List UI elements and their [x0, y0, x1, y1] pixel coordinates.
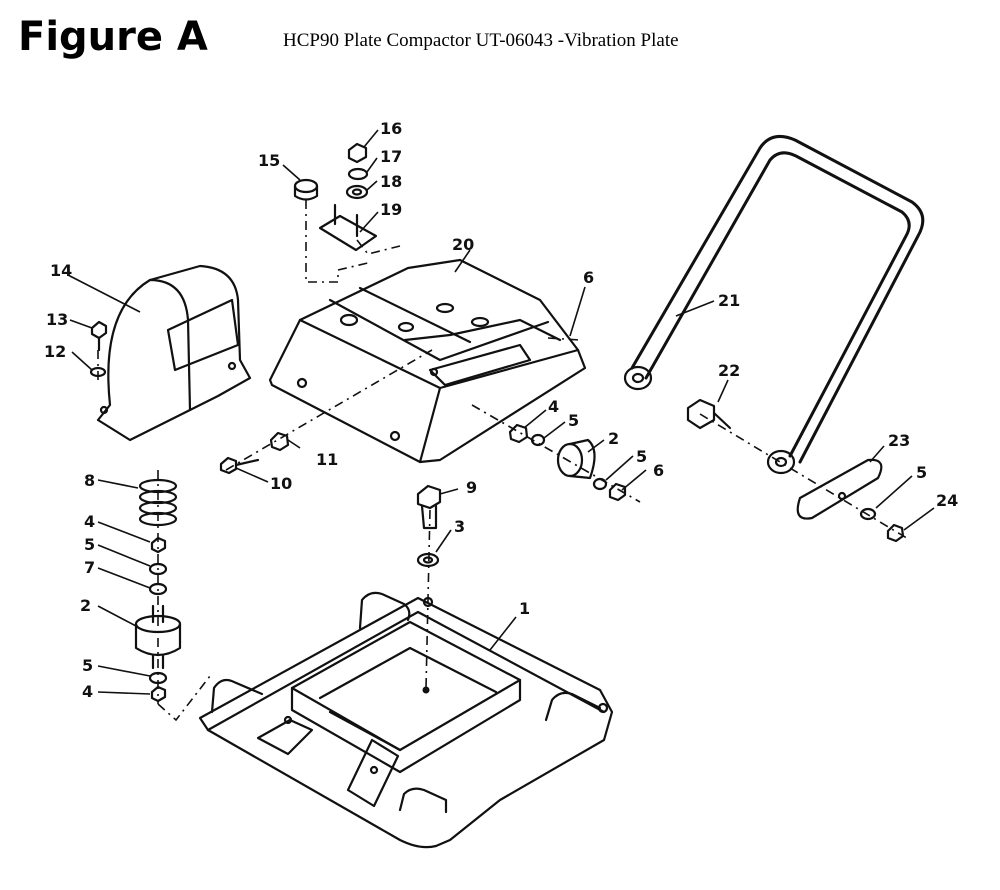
callout-20: 20 — [452, 235, 474, 254]
figure-label: Figure A — [18, 14, 208, 60]
part-13-bolt — [90, 320, 108, 352]
callout-9: 9 — [466, 478, 477, 497]
part-20-cover-plate — [268, 258, 587, 464]
callout-16: 16 — [380, 119, 402, 138]
callout-1: 1 — [519, 599, 530, 618]
part-21-handle — [623, 134, 925, 475]
callout-5-left-top: 5 — [84, 535, 95, 554]
part-5-washer-right — [859, 507, 877, 521]
callout-2-right: 2 — [608, 429, 619, 448]
part-17-lockwasher — [347, 167, 369, 181]
callout-7: 7 — [84, 558, 95, 577]
part-9-bolt — [416, 484, 442, 530]
figure-title: HCP90 Plate Compactor UT-06043 -Vibratio… — [283, 30, 679, 51]
callout-23: 23 — [888, 431, 910, 450]
part-15-cap — [293, 178, 319, 201]
callout-5-right-a: 5 — [568, 411, 579, 430]
callout-22: 22 — [718, 361, 740, 380]
part-1-vibration-plate — [198, 591, 614, 849]
callout-10: 10 — [270, 474, 292, 493]
part-11-nut — [269, 431, 290, 452]
part-14-housing — [96, 264, 252, 442]
callout-6-right: 6 — [653, 461, 664, 480]
part-22-pin — [686, 398, 732, 430]
part-2-rubber-mount-right — [556, 438, 596, 480]
part-3-washer — [416, 552, 440, 568]
callout-21: 21 — [718, 291, 740, 310]
callout-5-handle: 5 — [916, 463, 927, 482]
callout-5-left-bottom: 5 — [82, 656, 93, 675]
callout-13: 13 — [46, 310, 68, 329]
callout-15: 15 — [258, 151, 280, 170]
callout-11: 11 — [316, 450, 338, 469]
part-18-washer — [345, 184, 369, 200]
leader-lines — [67, 129, 935, 695]
part-2-rubber-mount-left — [134, 604, 182, 670]
part-10-bolt — [219, 456, 260, 475]
callout-3: 3 — [454, 517, 465, 536]
callout-8: 8 — [84, 471, 95, 490]
callout-14: 14 — [50, 261, 72, 280]
callout-12: 12 — [44, 342, 66, 361]
callout-5-right-b: 5 — [636, 447, 647, 466]
callout-numbers: 16 17 18 19 15 20 14 13 12 6 21 22 4 5 2… — [44, 119, 958, 701]
part-24-nut — [886, 523, 905, 543]
part-16-nut — [347, 142, 368, 164]
callout-2-left: 2 — [80, 596, 91, 615]
callout-17: 17 — [380, 147, 402, 166]
callout-24: 24 — [936, 491, 958, 510]
part-6-nut-right — [608, 482, 627, 502]
part-23-plate — [796, 458, 883, 520]
callout-4-right: 4 — [548, 397, 559, 416]
callout-19: 19 — [380, 200, 402, 219]
callout-4-left-bottom: 4 — [82, 682, 93, 701]
part-5-washer-left-top — [148, 562, 168, 576]
assembly-centerlines — [97, 200, 911, 722]
part-19-stud-plate — [318, 203, 378, 252]
callout-6-top: 6 — [583, 268, 594, 287]
callout-4-left-top: 4 — [84, 512, 95, 531]
callout-18: 18 — [380, 172, 402, 191]
